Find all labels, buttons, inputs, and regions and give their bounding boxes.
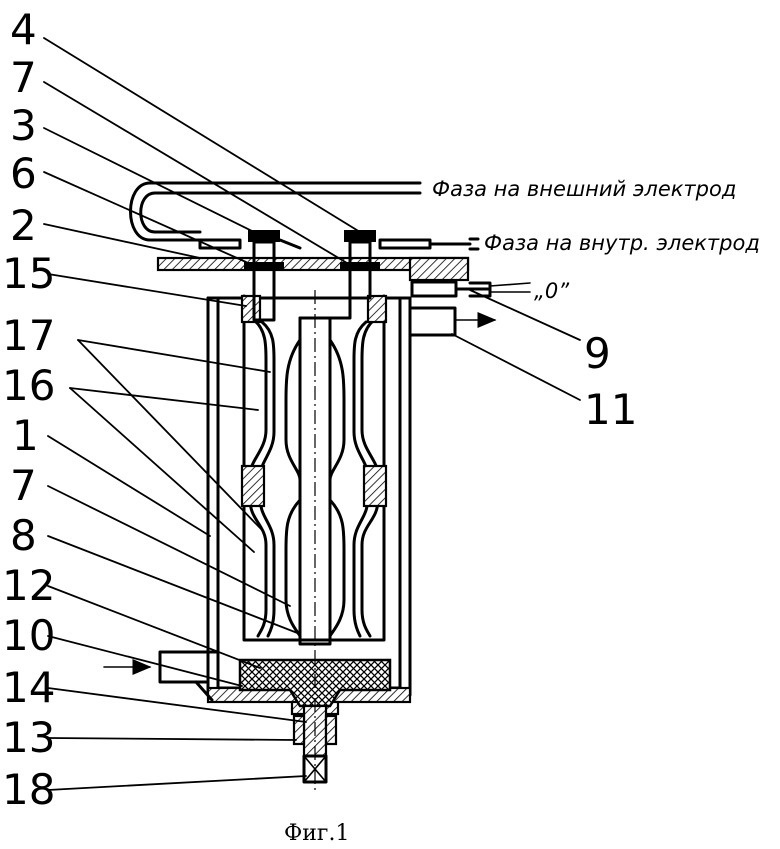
ground-terminal xyxy=(410,280,531,298)
label-11: 11 xyxy=(584,385,637,434)
label-9: 9 xyxy=(584,329,611,378)
label-4: 4 xyxy=(10,5,37,54)
phase-inner-label: Фаза на внутр. электрод xyxy=(484,231,760,255)
label-1: 1 xyxy=(12,411,39,460)
top-cover-plate xyxy=(156,256,470,282)
reference-numerals: 4 7 3 6 2 15 17 16 1 7 8 12 10 14 13 18 … xyxy=(2,5,637,814)
label-13: 13 xyxy=(2,713,55,762)
label-3: 3 xyxy=(10,101,37,150)
label-17: 17 xyxy=(2,311,55,360)
label-16: 16 xyxy=(2,361,55,410)
label-14: 14 xyxy=(2,663,55,712)
outer-electrode xyxy=(240,294,388,642)
label-2: 2 xyxy=(10,201,37,250)
label-12: 12 xyxy=(2,561,55,610)
label-7-top: 7 xyxy=(10,53,37,102)
label-10: 10 xyxy=(2,611,55,660)
phase-outer-label: Фаза на внешний электрод xyxy=(432,177,736,201)
outlet-pipe xyxy=(408,306,497,337)
inlet-pipe xyxy=(103,650,220,702)
label-8: 8 xyxy=(10,511,37,560)
inner-electrode xyxy=(284,298,352,646)
label-18: 18 xyxy=(2,765,55,814)
label-15: 15 xyxy=(2,249,55,298)
leader-lines xyxy=(43,37,581,791)
figure-caption: Фиг.1 xyxy=(284,821,349,846)
label-7-mid: 7 xyxy=(10,461,37,510)
zero-label: „0” xyxy=(534,279,570,303)
label-6: 6 xyxy=(10,149,37,198)
